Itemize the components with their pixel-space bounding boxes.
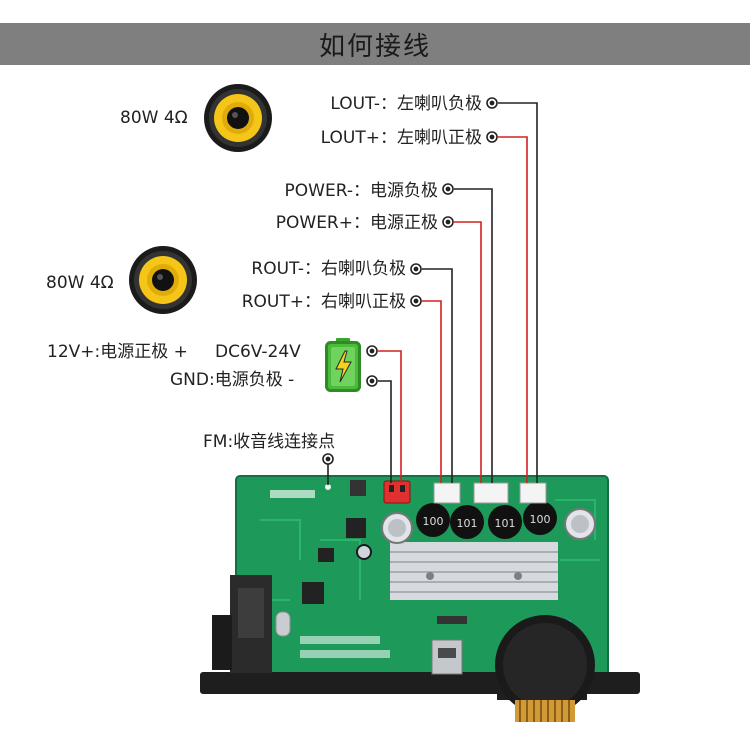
label-power-neg: POWER-：电源负极 (284, 181, 438, 201)
amplifier-board: 100 101 101 100 (200, 475, 640, 722)
label-fm: FM:收音线连接点 (203, 432, 336, 452)
wire-power-pos (454, 221, 482, 483)
label-rout-pos: ROUT+：右喇叭正极 (241, 292, 406, 312)
wire-12v-pos (378, 350, 402, 483)
inductor-1-label: 100 (423, 515, 444, 528)
label-power-pos: POWER+：电源正极 (275, 213, 438, 233)
title-bar: 如何接线 (0, 23, 750, 65)
label-lout-pos: LOUT+：左喇叭正极 (320, 128, 482, 148)
wire-power-neg (454, 188, 493, 483)
wire-lout-neg (498, 102, 538, 483)
page-title: 如何接线 (318, 31, 431, 62)
label-rout-neg: ROUT-：右喇叭负极 (251, 259, 406, 279)
inductor-3-label: 101 (495, 517, 516, 530)
inductor-4-label: 100 (530, 513, 551, 526)
label-lout-neg: LOUT-：左喇叭负极 (330, 94, 482, 114)
wire-gnd (378, 380, 392, 483)
label-power-negative: GND:电源负极 - (170, 370, 295, 390)
speaker-right-label: 80W 4Ω (46, 273, 114, 293)
label-power-positive: 12V+:电源正极 + (47, 342, 188, 362)
wire-rout-pos (422, 300, 442, 483)
speaker-right-icon (129, 246, 197, 314)
battery-icon (325, 338, 361, 392)
label-voltage: DC6V-24V (215, 342, 301, 362)
speaker-left-label: 80W 4Ω (120, 108, 188, 128)
wire-lout-pos (498, 136, 528, 483)
wire-rout-neg (422, 268, 453, 483)
inductor-2-label: 101 (457, 517, 478, 530)
speaker-left-icon (204, 84, 272, 152)
